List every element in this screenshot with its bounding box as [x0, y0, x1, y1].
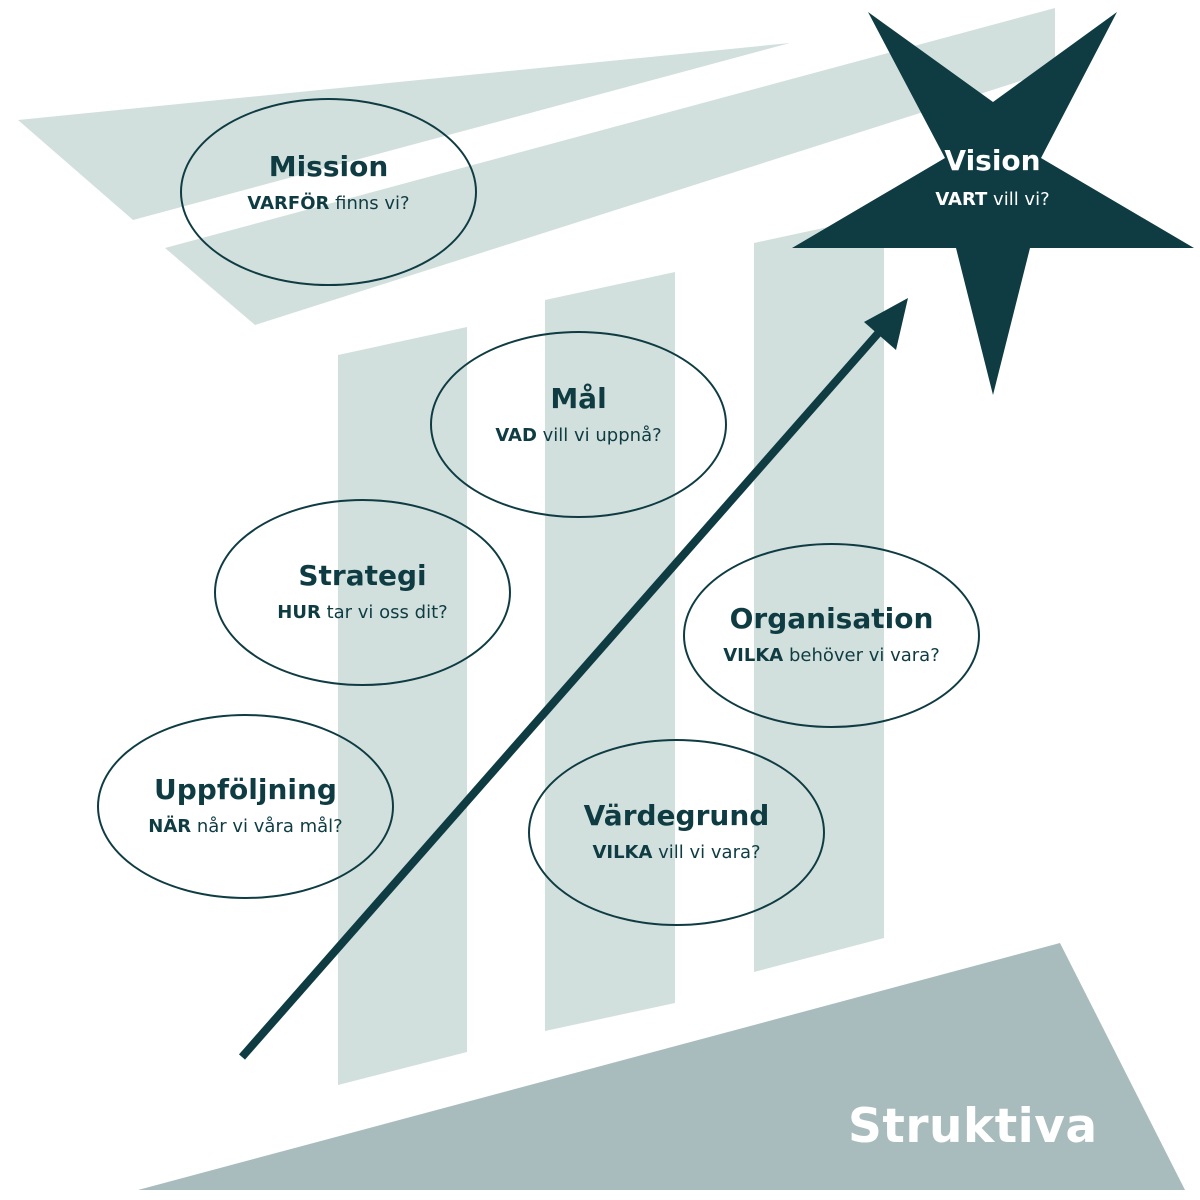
vision-title: Vision	[944, 144, 1041, 177]
mission-question-keyword: VARFÖR	[247, 192, 330, 214]
strategi-title: Strategi	[298, 559, 427, 592]
vision-question-keyword: VART	[935, 188, 988, 210]
vardegrund-question-keyword: VILKA	[592, 842, 653, 863]
mal-title: Mål	[550, 382, 607, 415]
mission-question: VARFÖR finns vi?	[247, 193, 409, 214]
organisation-question: VILKA behöver vi vara?	[723, 645, 940, 666]
mission-question-rest: finns vi?	[329, 192, 410, 214]
vardegrund-question: VILKA vill vi vara?	[592, 842, 760, 863]
base-platform	[138, 943, 1185, 1190]
mission-title: Mission	[268, 149, 389, 183]
vardegrund-question-rest: vill vi vara?	[652, 842, 761, 863]
strategi-question-rest: tar vi oss dit?	[320, 602, 448, 623]
organisation-title: Organisation	[729, 602, 934, 635]
mission-ellipse: Mission VARFÖR finns vi?	[180, 98, 477, 286]
mal-question-rest: vill vi uppnå?	[536, 425, 662, 446]
brand-logo-text: Struktiva	[848, 1099, 1098, 1154]
organisation-question-keyword: VILKA	[723, 645, 784, 666]
strategi-ellipse: Strategi HUR tar vi oss dit?	[214, 499, 511, 686]
uppfoljning-question-rest: når vi våra mål?	[191, 816, 343, 837]
uppfoljning-ellipse: Uppföljning NÄR når vi våra mål?	[97, 714, 394, 899]
vision-question: VART vill vi?	[880, 189, 1105, 210]
vardegrund-title: Värdegrund	[583, 799, 770, 832]
vision-question-rest: vill vi?	[987, 188, 1050, 210]
uppfoljning-question-keyword: NÄR	[148, 816, 192, 837]
uppfoljning-title: Uppföljning	[154, 773, 337, 806]
uppfoljning-question: NÄR når vi våra mål?	[148, 816, 342, 837]
mal-ellipse: Mål VAD vill vi uppnå?	[430, 331, 727, 518]
mal-question: VAD vill vi uppnå?	[495, 425, 661, 446]
vision-star-icon	[792, 12, 1194, 395]
growth-arrow-head	[864, 298, 908, 350]
vardegrund-ellipse: Värdegrund VILKA vill vi vara?	[528, 739, 825, 926]
organisation-ellipse: Organisation VILKA behöver vi vara?	[683, 543, 980, 728]
vision-label: Vision VART vill vi?	[880, 144, 1105, 210]
strategi-question: HUR tar vi oss dit?	[277, 602, 447, 623]
mal-question-keyword: VAD	[495, 425, 537, 446]
strategi-question-keyword: HUR	[277, 602, 321, 623]
organisation-question-rest: behöver vi vara?	[783, 645, 940, 666]
growth-arrow-shaft	[238, 319, 892, 1060]
